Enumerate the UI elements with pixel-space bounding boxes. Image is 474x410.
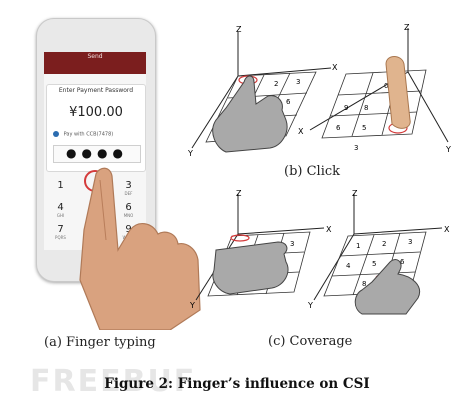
caption-b: (b) Click xyxy=(284,164,341,179)
coverage-diagrams: Z X Y 2 3 6 Z X Y 1 2 3 xyxy=(189,190,450,315)
pay-with-row: Pay with CCB(7478) xyxy=(53,131,139,138)
coverage-right-cell-1: 1 xyxy=(356,242,360,250)
click-left-axis-x: X xyxy=(332,63,338,72)
click-right-cell-9: 9 xyxy=(344,104,348,112)
click-diagrams: Z X Y 2 3 6 Z X Y 0 xyxy=(187,24,451,158)
coverage-right-axis-y: Y xyxy=(307,301,313,310)
click-right-axis-z: Z xyxy=(404,24,410,32)
click-left-cell-2: 2 xyxy=(274,80,278,88)
coverage-right-cell-2: 2 xyxy=(382,240,386,248)
coverage-right-cell-4: 4 xyxy=(346,262,351,270)
coverage-right-cell-3: 3 xyxy=(408,238,412,246)
dialog-title: Enter Payment Password xyxy=(58,87,134,94)
coverage-right-cell-5: 5 xyxy=(372,260,376,268)
click-right-axis-y: Y xyxy=(445,145,451,154)
click-left-axis-z: Z xyxy=(236,25,242,34)
figure-caption: Figure 2: Finger’s influence on CSI xyxy=(104,376,370,392)
key-1[interactable]: 1 xyxy=(57,180,64,191)
caption-c: (c) Coverage xyxy=(268,334,353,349)
click-right-cell-0: 0 xyxy=(384,82,388,90)
coverage-right-axis-x: X xyxy=(444,225,450,234)
pay-with-label: Pay with CCB(7478) xyxy=(63,131,114,138)
coverage-left-hand-icon xyxy=(212,241,289,295)
click-right-axes xyxy=(309,28,449,143)
coverage-left-cell-3: 3 xyxy=(290,240,294,248)
click-right-cell-8: 8 xyxy=(364,104,368,112)
coverage-right-cell-8: 8 xyxy=(362,280,366,288)
click-right-cell-3: 3 xyxy=(354,144,358,152)
click-right-finger-icon xyxy=(385,56,411,129)
click-left-axes xyxy=(191,32,332,149)
click-left-cell-6: 6 xyxy=(286,98,291,106)
coverage-right-axes xyxy=(313,194,443,301)
password-field[interactable]: ●●●● xyxy=(53,145,141,163)
coverage-right-hand-icon xyxy=(354,259,420,315)
coverage-left-axis-y: Y xyxy=(189,301,195,310)
coverage-left-axis-z: Z xyxy=(236,190,242,198)
coverage-right-cell-6: 6 xyxy=(400,258,405,266)
typing-hand-icon xyxy=(79,167,201,330)
payment-amount: ¥100.00 xyxy=(69,105,123,120)
payment-dialog: Enter Payment Password ¥100.00 Pay with … xyxy=(46,84,146,172)
card-icon xyxy=(53,131,59,137)
phone-status-bar: Send xyxy=(44,52,146,74)
click-left-hand-icon xyxy=(212,75,288,153)
click-right-axis-x: X xyxy=(298,127,304,136)
coverage-left-axis-x: X xyxy=(326,225,332,234)
click-right-cell-6: 6 xyxy=(336,124,341,132)
coverage-right-axis-z: Z xyxy=(352,190,358,198)
click-left-cell-3: 3 xyxy=(296,78,300,86)
click-left-axis-y: Y xyxy=(187,149,193,158)
caption-a: (a) Finger typing xyxy=(44,335,156,350)
coverage-left-touch-marker xyxy=(230,234,250,242)
click-right-cell-5: 5 xyxy=(362,124,366,132)
watermark: FREEBUF xyxy=(30,364,197,399)
